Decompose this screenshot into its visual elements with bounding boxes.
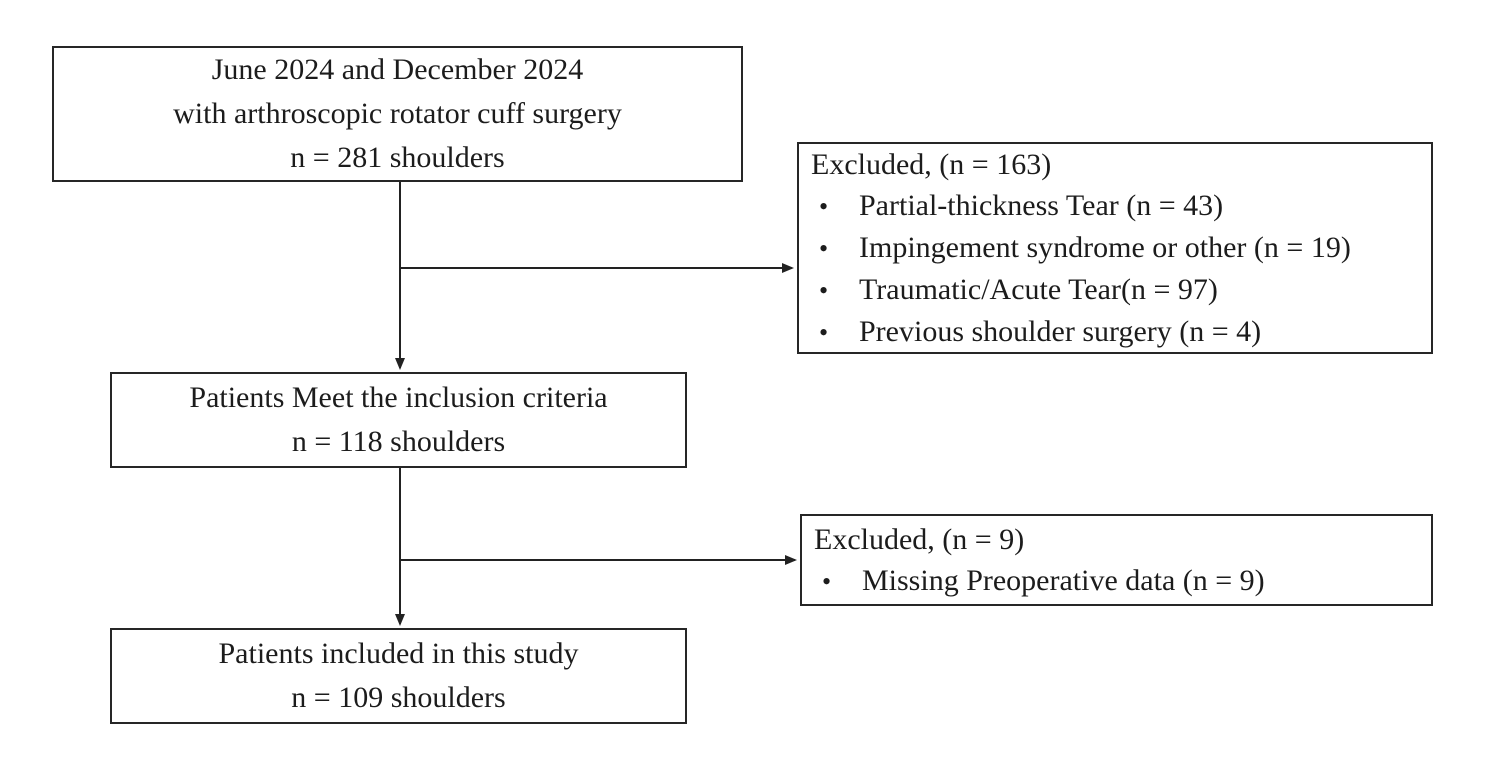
inclusion-line-2: n = 118 shoulders xyxy=(291,425,506,458)
excluded-first-item-2-text: Impingement syndrome or other (n = 19) xyxy=(859,230,1351,264)
final-line-1: Patients included in this study xyxy=(218,637,579,670)
box-inclusion-criteria: Patients Meet the inclusion criteria n =… xyxy=(110,372,687,468)
inclusion-line-1: Patients Meet the inclusion criteria xyxy=(189,381,608,414)
excluded-first-title: Excluded, (n = 163) xyxy=(811,147,1052,181)
initial-cohort-line-2: with arthroscopic rotator cuff surgery xyxy=(173,97,622,130)
excluded-first-item-1: • Partial-thickness Tear (n = 43) xyxy=(809,185,1425,227)
excluded-second-item-1: • Missing Preoperative data (n = 9) xyxy=(812,560,1425,602)
bullet-icon: • xyxy=(819,191,829,221)
excluded-first-item-2: • Impingement syndrome or other (n = 19) xyxy=(809,227,1425,269)
excluded-first-item-4: • Previous shoulder surgery (n = 4) xyxy=(809,311,1425,353)
box-excluded-first: Excluded, (n = 163) • Partial-thickness … xyxy=(797,142,1433,354)
excluded-second-title: Excluded, (n = 9) xyxy=(814,522,1025,556)
initial-cohort-line-1: June 2024 and December 2024 xyxy=(211,53,584,86)
bullet-icon: • xyxy=(819,275,829,305)
box-final-included: Patients included in this study n = 109 … xyxy=(110,628,687,724)
excluded-first-item-3: • Traumatic/Acute Tear(n = 97) xyxy=(809,269,1425,311)
final-line-2: n = 109 shoulders xyxy=(291,681,506,714)
excluded-second-item-1-text: Missing Preoperative data (n = 9) xyxy=(862,563,1265,597)
bullet-icon: • xyxy=(819,233,829,263)
bullet-icon: • xyxy=(819,317,829,347)
excluded-first-item-4-text: Previous shoulder surgery (n = 4) xyxy=(859,314,1262,348)
excluded-first-item-1-text: Partial-thickness Tear (n = 43) xyxy=(859,188,1224,222)
box-initial-cohort: June 2024 and December 2024 with arthros… xyxy=(52,46,743,182)
excluded-first-item-3-text: Traumatic/Acute Tear(n = 97) xyxy=(859,272,1218,306)
box-excluded-second: Excluded, (n = 9) • Missing Preoperative… xyxy=(800,514,1433,606)
initial-cohort-line-3: n = 281 shoulders xyxy=(290,141,505,174)
bullet-icon: • xyxy=(822,566,832,596)
